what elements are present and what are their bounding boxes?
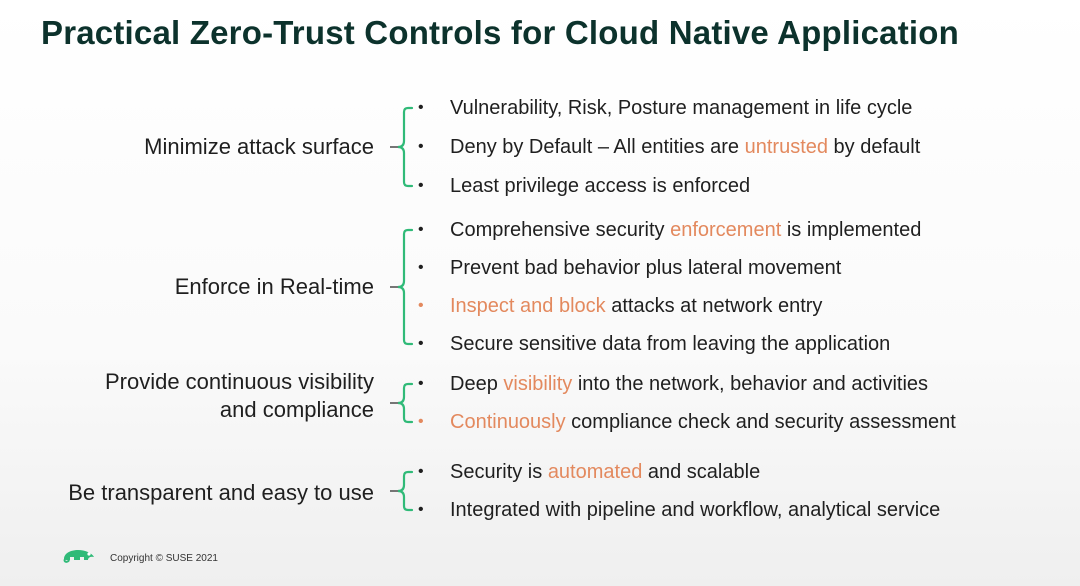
item-text: and scalable (642, 461, 761, 483)
item-highlight-text: untrusted (744, 136, 828, 158)
group-label: Minimize attack surface (144, 133, 374, 161)
group-label-line: Minimize attack surface (144, 134, 374, 159)
curly-brace-icon (384, 470, 424, 512)
item-text: Comprehensive security (450, 219, 671, 241)
suse-chameleon-icon (62, 548, 96, 569)
bullet-item: • Deep visibility into the network, behav… (418, 372, 928, 396)
item-highlight-text: visibility (503, 373, 573, 395)
item-highlight-text: enforcement (670, 219, 782, 241)
item-text: compliance check and security assessment (565, 411, 956, 433)
group-label: Be transparent and easy to use (68, 479, 374, 507)
bullet-item: • Secure sensitive data from leaving the … (418, 332, 890, 356)
bullet-item: • Vulnerability, Risk, Posture management… (418, 96, 912, 120)
bullet-item: • Deny by Default – All entities are untr… (418, 135, 920, 159)
item-text: Deny by Default – All entities are (450, 136, 745, 158)
item-text: Least privilege access is enforced (450, 175, 751, 197)
bullet-item: • Least privilege access is enforced (418, 174, 750, 198)
bullet-item: • Security is automated and scalable (418, 460, 760, 484)
group-label-line: Provide continuous visibility (104, 369, 374, 394)
bullet-item: • Continuously compliance check and secur… (418, 410, 956, 434)
item-text: into the network, behavior and activitie… (572, 373, 929, 395)
item-text: Integrated with pipeline and workflow, a… (450, 499, 941, 521)
bullet-icon: • (418, 177, 424, 194)
group-label: Enforce in Real-time (175, 273, 374, 301)
item-text: is implemented (781, 219, 922, 241)
bullet-item: • Inspect and block attacks at network en… (418, 294, 822, 318)
slide-title: Practical Zero-Trust Controls for Cloud … (41, 14, 959, 51)
item-text: by default (828, 136, 921, 158)
group-label-line: Be transparent and easy to use (68, 480, 374, 505)
curly-brace-icon (384, 382, 424, 424)
curly-brace-icon (384, 106, 424, 188)
bullet-item: • Comprehensive security enforcement is i… (418, 218, 921, 242)
copyright-text: Copyright © SUSE 2021 (110, 553, 218, 564)
item-text: attacks at network entry (605, 295, 823, 317)
item-highlight-text: Continuously (450, 411, 566, 433)
bullet-icon: • (418, 138, 424, 155)
bullet-item: • Prevent bad behavior plus lateral movem… (418, 256, 841, 280)
item-text: Prevent bad behavior plus lateral moveme… (450, 257, 842, 279)
bullet-icon: • (418, 413, 424, 430)
bullet-icon: • (418, 259, 424, 276)
bullet-icon: • (418, 335, 424, 352)
bullet-item: • Integrated with pipeline and workflow, … (418, 498, 940, 522)
bullet-icon: • (418, 99, 424, 116)
bullet-icon: • (418, 297, 424, 314)
bullet-icon: • (418, 221, 424, 238)
bullet-icon: • (418, 463, 424, 480)
group-label-line: Enforce in Real-time (174, 274, 374, 299)
item-highlight-text: Inspect and block (450, 295, 606, 317)
footer: Copyright © SUSE 2021 (62, 548, 218, 569)
item-text: Secure sensitive data from leaving the a… (450, 333, 891, 355)
bullet-icon: • (418, 501, 424, 518)
item-text: Security is (450, 461, 548, 483)
curly-brace-icon (384, 228, 424, 346)
item-text: Vulnerability, Risk, Posture management … (450, 97, 913, 119)
item-highlight-text: automated (547, 461, 643, 483)
group-label-line: and compliance (219, 397, 374, 422)
group-label: Provide continuous visibility and complia… (105, 368, 374, 424)
item-text: Deep (450, 373, 504, 395)
bullet-icon: • (418, 375, 424, 392)
